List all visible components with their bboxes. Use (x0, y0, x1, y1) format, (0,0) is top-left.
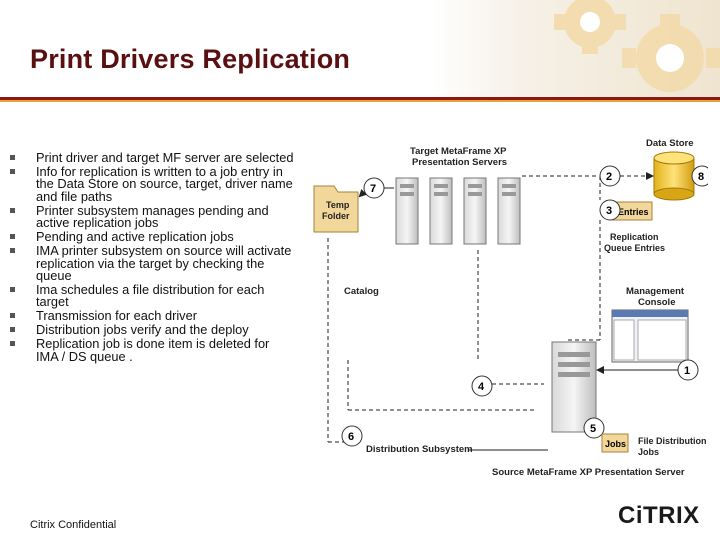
data-store-cylinder-icon (653, 151, 695, 201)
bullet-square-icon (10, 207, 15, 213)
target-server-icon (497, 177, 521, 245)
confidential-footer: Citrix Confidential (30, 519, 117, 531)
jobs-box: Jobs (601, 433, 629, 453)
page-title: Print Drivers Replication (30, 44, 351, 74)
target-server-icon (429, 177, 453, 245)
bullet-item: Printer subsystem manages pending and ac… (10, 204, 294, 230)
bullet-item: Pending and active replication jobs (10, 230, 294, 243)
catalog-label: Catalog (344, 286, 379, 297)
step-8-marker (691, 165, 708, 187)
temp-folder-icon: Temp Folder (313, 185, 359, 233)
header-rule-light (0, 100, 720, 102)
step-6-number: 6 (348, 431, 354, 443)
target-servers-label: Presentation Servers (412, 157, 507, 168)
data-store-label: Data Store (646, 138, 694, 149)
bullet-item: Print driver and target MF server are se… (10, 151, 294, 164)
bullet-item: IMA printer subsystem on source will act… (10, 244, 294, 282)
replication-queue-label: Replication (610, 232, 659, 242)
svg-text:Entries: Entries (618, 207, 649, 217)
step-6-marker (341, 425, 363, 447)
citrix-logo: CiTRIX (618, 502, 700, 529)
step-5-marker (583, 417, 605, 439)
bullet-item: Transmission for each driver (10, 310, 294, 322)
bullet-square-icon (10, 169, 15, 174)
bullet-square-icon (10, 234, 15, 240)
bullet-square-icon (10, 155, 15, 160)
replication-diagram: Target MetaFrame XP Presentation Servers… (313, 138, 708, 478)
step-4-number: 4 (478, 381, 485, 393)
bullet-square-icon (10, 313, 15, 319)
bullet-item: Ima schedules a file distribution for ea… (10, 283, 294, 309)
file-distribution-jobs-label: File Distribution (638, 436, 707, 446)
step-2-number: 2 (606, 171, 612, 183)
step-8-number: 8 (698, 171, 704, 183)
step-5-number: 5 (590, 423, 596, 435)
target-server-icon (395, 177, 419, 245)
source-server-icon (551, 341, 597, 433)
step-4-marker (471, 375, 493, 397)
svg-text:Jobs: Jobs (605, 439, 626, 449)
gears-decoration-icon (554, 0, 720, 92)
bullet-item: Info for replication is written to a job… (10, 165, 294, 203)
slide-header: Print Drivers Replication (0, 0, 720, 102)
target-servers-label: Target MetaFrame XP (410, 146, 507, 157)
step-7-number: 7 (370, 183, 376, 195)
replication-queue-label: Queue Entries (604, 243, 665, 253)
file-distribution-jobs-label: Jobs (638, 447, 659, 457)
bullet-square-icon (10, 248, 15, 254)
bullet-square-icon (10, 287, 15, 293)
step-1-number: 1 (684, 365, 690, 377)
svg-text:Temp: Temp (326, 200, 350, 210)
management-console-label: Console (638, 297, 675, 308)
distribution-subsystem-label: Distribution Subsystem (366, 444, 473, 455)
management-console-label: Management (626, 286, 685, 297)
bullet-square-icon (10, 341, 15, 347)
header-rule-dark (0, 97, 720, 100)
bullet-square-icon (10, 327, 15, 333)
bullet-item: Distribution jobs verify and the deploy (10, 324, 294, 336)
bullet-list: Print driver and target MF server are se… (10, 151, 294, 365)
step-3-marker (599, 199, 621, 221)
step-3-number: 3 (606, 205, 612, 217)
bullet-item: Replication job is done item is deleted … (10, 337, 294, 363)
svg-text:Folder: Folder (322, 211, 350, 221)
source-server-label: Source MetaFrame XP Presentation Server (492, 467, 685, 478)
target-server-icon (463, 177, 487, 245)
management-console-window-icon (611, 309, 689, 363)
